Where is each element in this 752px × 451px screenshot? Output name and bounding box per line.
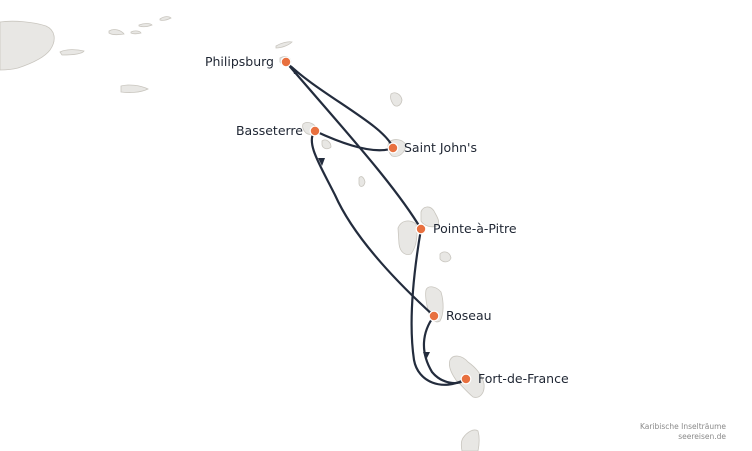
port-dot-fort-de-france[interactable]	[460, 373, 472, 385]
land-masses	[0, 16, 485, 451]
route-leg-fort-de-france-pointe-a-pitre	[410, 227, 468, 386]
virgin-island-2	[130, 30, 142, 35]
virgin-island-1	[108, 29, 125, 36]
cruise-route	[284, 60, 468, 386]
port-dot-basseterre[interactable]	[309, 125, 321, 137]
st-croix-island	[120, 84, 149, 93]
guadeloupe-grande-terre	[420, 206, 440, 228]
port-dot-roseau[interactable]	[428, 310, 440, 322]
map-credit: Karibische Inselträume seereisen.de	[640, 422, 726, 442]
guadeloupe-basse-terre	[397, 220, 418, 255]
port-dot-philipsburg[interactable]	[280, 56, 292, 68]
port-label-basseterre: Basseterre	[236, 123, 303, 138]
virgin-island-3	[138, 23, 153, 28]
virgin-island-4	[159, 16, 172, 21]
port-dot-saint-johns[interactable]	[387, 142, 399, 154]
port-label-fort-de-france: Fort-de-France	[478, 371, 569, 386]
culebra-island	[59, 49, 85, 56]
puerto-rico-island	[0, 20, 55, 71]
credit-source[interactable]: seereisen.de	[678, 432, 726, 441]
port-label-roseau: Roseau	[446, 308, 492, 323]
st-lucia-island	[460, 429, 480, 451]
route-arrow-3	[423, 352, 430, 360]
route-leg-basseterre-roseau	[310, 129, 436, 318]
port-label-pointe-a-pitre: Pointe-à-Pitre	[433, 221, 517, 236]
anguilla-island	[275, 41, 293, 49]
route-arrow-2	[318, 158, 325, 166]
ports: Philipsburg Saint John's Basseterre Poin…	[205, 54, 569, 386]
barbuda-island	[390, 92, 403, 107]
credit-title: Karibische Inselträume	[639, 422, 726, 431]
nevis-island	[321, 139, 332, 150]
route-arrow-1	[292, 66, 300, 74]
port-dot-pointe-a-pitre[interactable]	[415, 223, 427, 235]
marie-galante-island	[439, 251, 452, 263]
port-label-saint-johns: Saint John's	[404, 140, 477, 155]
port-label-philipsburg: Philipsburg	[205, 54, 274, 69]
montserrat-island	[358, 176, 366, 187]
route-leg-pointe-a-pitre-philipsburg	[284, 60, 423, 231]
